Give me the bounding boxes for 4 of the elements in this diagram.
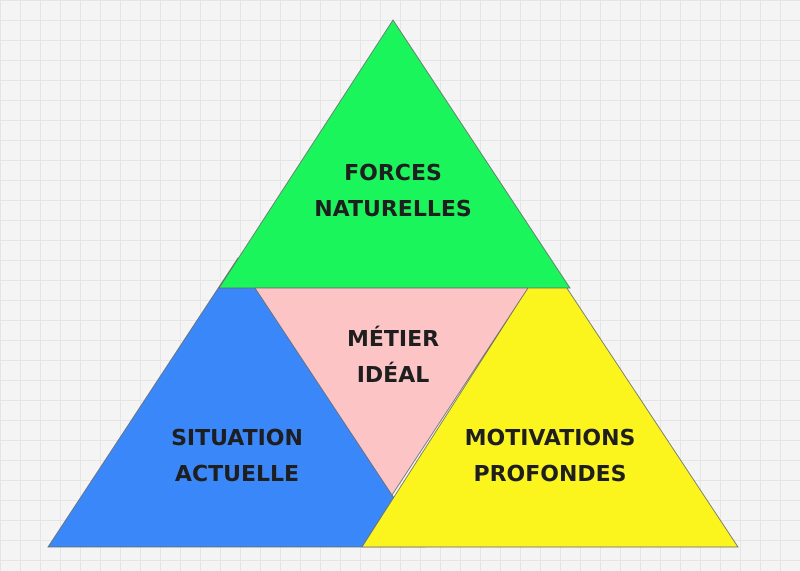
triangle-label: SITUATION ACTUELLE [170, 425, 304, 489]
triangle-label: MÉTIER IDÉAL [346, 324, 440, 390]
triangle-label: FORCES NATURELLES [313, 160, 473, 224]
triangle-label: MOTIVATIONS PROFONDES [464, 425, 636, 489]
